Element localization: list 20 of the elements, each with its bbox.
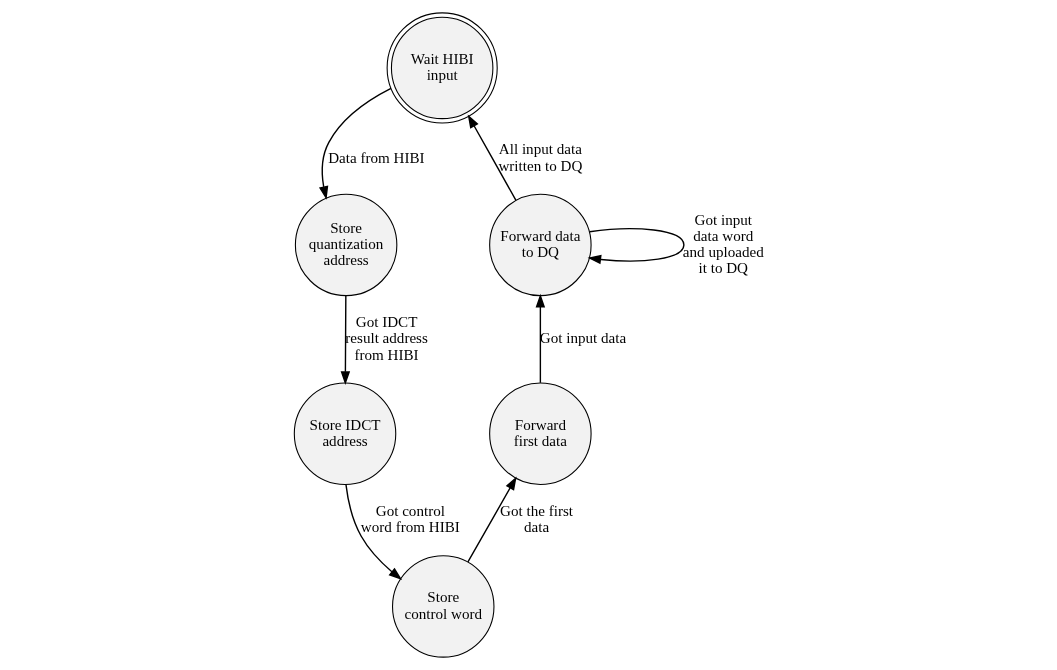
node-circle: Wait HIBI input [386,12,498,124]
node-circle: Forward first data [489,382,592,485]
arrow [467,114,517,202]
edge-label: Got the first data [500,502,574,536]
arrow [345,483,403,581]
edge-label: Got input data [539,330,627,347]
edge-label: Data from HIBI [328,149,425,166]
arrow [318,87,392,200]
node-circle: Store control word [391,555,495,658]
arrow [587,228,685,265]
edge-label: Got IDCT result address from HIBI [345,314,428,363]
edge-label: Got control word from HIBI [360,502,460,536]
arrow [467,476,517,563]
node-circle: Store quantization address [294,193,398,297]
arrow [535,293,546,384]
edge-label: Got input data word and uploaded it to DQ [682,211,764,277]
node-circle: Forward data to DQ [489,193,592,297]
node-circle: Store IDCT address [293,382,397,485]
arrow [340,295,351,385]
edge-label: All input data written to DQ [498,141,583,174]
